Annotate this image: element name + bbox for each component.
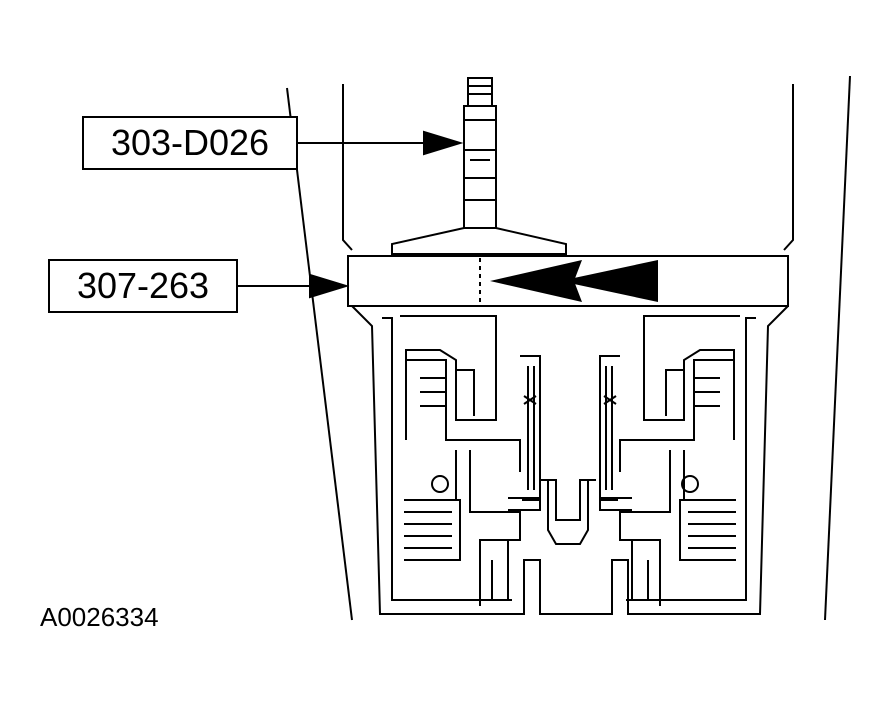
figure-id: A0026334 xyxy=(40,602,159,632)
callout-tool-303-d026-label: 303-D026 xyxy=(110,122,270,163)
callout-tool-307-263: 307-263 xyxy=(48,259,238,313)
callout-tool-307-263-label: 307-263 xyxy=(76,265,210,306)
center-shaft xyxy=(547,480,589,545)
case-outline xyxy=(351,305,789,615)
housing-right-inner xyxy=(783,84,794,251)
pointer-arrow-307 xyxy=(309,273,350,299)
tool-303-top-cap xyxy=(467,77,493,107)
tool-303-shaft xyxy=(463,105,497,229)
housing-left-outer xyxy=(286,87,353,621)
pointer-arrow-303 xyxy=(423,130,464,156)
force-arrow-left xyxy=(490,260,582,302)
housing-right-outer xyxy=(824,75,851,621)
housing-left-inner xyxy=(342,84,353,251)
callout-tool-303-d026: 303-D026 xyxy=(82,116,298,170)
tool-303-flange xyxy=(391,227,567,255)
force-arrow-right xyxy=(560,260,658,302)
